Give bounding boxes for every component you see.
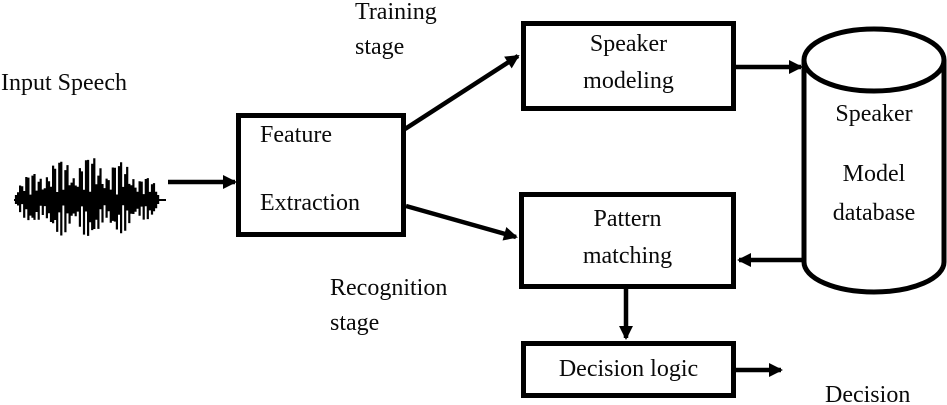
arrow-feature-extraction-to-pattern-matching xyxy=(405,203,518,241)
decision-logic-box: Decision logic xyxy=(521,341,736,398)
database-label-line1: Speaker xyxy=(835,101,913,127)
speaker-modeling-line1: Speaker xyxy=(589,31,668,57)
feature-extraction-line2: Extraction xyxy=(260,190,360,216)
training-stage-label: Training stage xyxy=(355,0,437,65)
pattern-matching-line2: matching xyxy=(582,243,673,269)
input-speech-label: Input Speech xyxy=(1,70,127,96)
arrow-feature-extraction-to-speaker-modeling xyxy=(403,54,520,131)
recognition-stage-line1: Recognition xyxy=(330,275,448,301)
training-stage-line1: Training xyxy=(355,0,437,25)
speech-waveform-icon xyxy=(14,158,166,236)
recognition-stage-label: Recognition stage xyxy=(330,271,447,341)
database-label-line2: Model xyxy=(842,161,906,187)
database-cylinder-icon xyxy=(801,26,947,295)
database-label-line3: database xyxy=(832,200,916,226)
decision-logic-label: Decision logic xyxy=(558,356,699,382)
feature-extraction-box: Feature Extraction xyxy=(236,113,406,237)
training-stage-line2: stage xyxy=(355,34,405,60)
recognition-stage-line2: stage xyxy=(330,310,380,336)
decision-output-label: Decision xyxy=(825,382,911,405)
feature-extraction-line1: Feature xyxy=(260,122,332,148)
pattern-matching-box: Pattern matching xyxy=(519,192,736,289)
pattern-matching-line1: Pattern xyxy=(593,206,662,232)
speaker-modeling-line2: modeling xyxy=(583,68,674,94)
speaker-modeling-box: Speaker modeling xyxy=(521,21,736,111)
